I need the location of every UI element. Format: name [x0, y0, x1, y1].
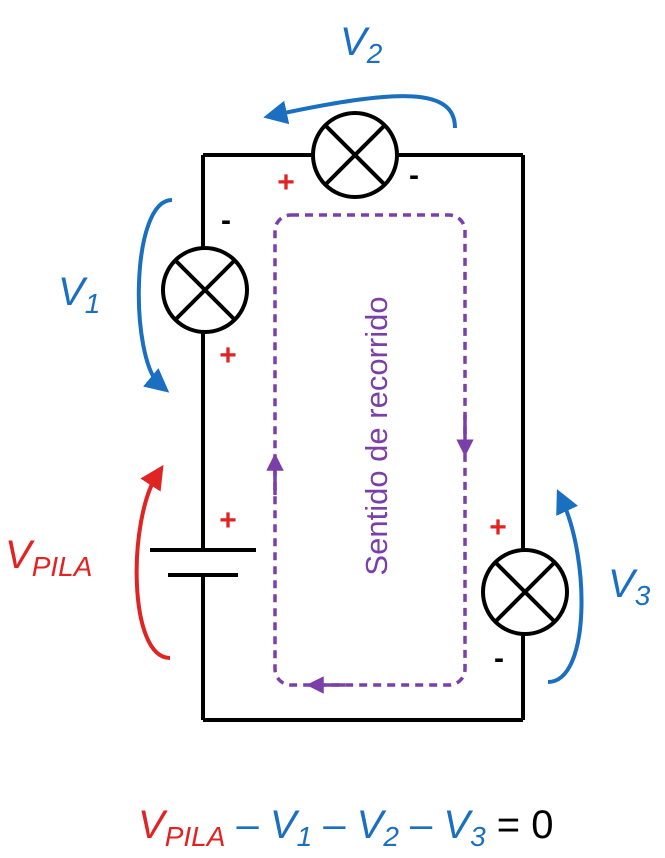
circuit-wires	[201, 153, 525, 722]
v1-label: V1	[58, 270, 100, 319]
vpila-label: VPILA	[5, 533, 92, 582]
lamp1-plus-sign: +	[219, 339, 237, 372]
lamp1-minus-sign: -	[221, 204, 231, 237]
lamp-1	[161, 246, 249, 334]
lamp-2	[311, 111, 399, 199]
direction-label: Sentido de recorrido	[359, 296, 394, 575]
v3-label: V3	[608, 562, 651, 611]
lamp2-plus-sign: +	[277, 166, 295, 199]
lamp3-plus-sign: +	[489, 511, 507, 544]
lamp3-minus-sign: -	[494, 642, 504, 675]
battery-symbol	[150, 548, 256, 577]
v2-arrow	[263, 94, 457, 129]
kvl-equation: VPILA – V1 – V2 – V3 = 0	[138, 803, 553, 852]
v2-label: V2	[340, 20, 383, 69]
v1-arrow	[136, 198, 173, 393]
vpila-arrow	[134, 464, 171, 660]
lamp-3	[481, 548, 569, 636]
lamp2-minus-sign: -	[409, 159, 419, 192]
battery-plus-sign: +	[219, 504, 237, 537]
v3-arrow	[547, 489, 584, 684]
